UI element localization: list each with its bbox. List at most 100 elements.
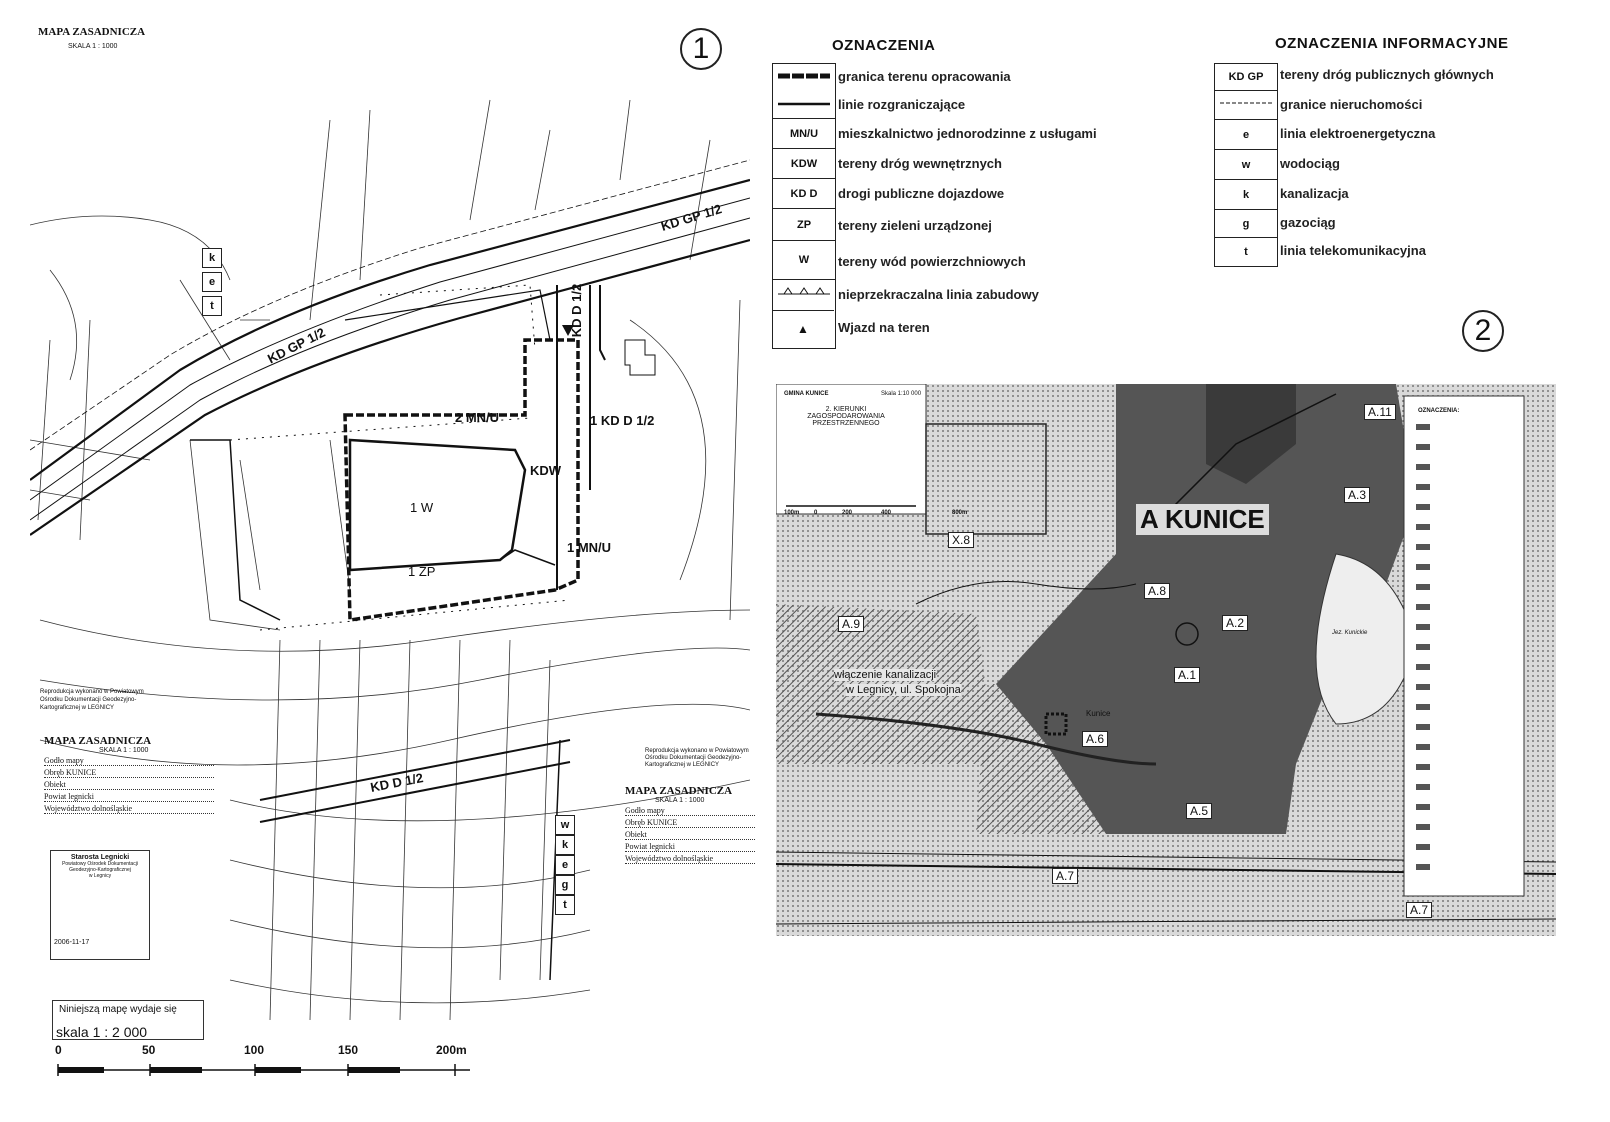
title-block-mid-field-4: Powiat legnicki (44, 792, 214, 802)
legend-code-2: MN/U (772, 118, 836, 150)
legend-info-item-3: wodociąg (1280, 156, 1340, 171)
map-scale-top: SKALA 1 : 1000 (68, 43, 118, 50)
legend-code-4: KD D (772, 178, 836, 210)
legend-item-0: granica terenu opracowania (838, 69, 1011, 84)
title-block-mid-field-1: Godło mapy (44, 756, 214, 766)
zone-a8: A.8 (1144, 583, 1171, 599)
study-legend-title: OZNACZENIA: (1418, 408, 1460, 414)
scale-text: skala 1 : 2 000 (56, 1024, 148, 1040)
stamp-line-1: Powiatowy Ośrodek Dokumentacji (62, 861, 138, 867)
study-header-scale: Skala 1:10 000 (881, 391, 922, 397)
label-kdw: KDW (530, 463, 562, 478)
zone-a9: A.9 (838, 616, 865, 632)
legend-info-symbol-property (1220, 102, 1272, 104)
zone-a7-right: A.7 (1406, 902, 1433, 918)
legend-info-item-0: tereny dróg publicznych głównych (1280, 67, 1494, 82)
legend-item-3: tereny dróg wewnętrznych (838, 156, 1002, 171)
legend-info-code-0: KD GP (1214, 63, 1278, 91)
title-block-right-field-1: Godło mapy (625, 806, 755, 816)
scale-tick-50: 50 (142, 1043, 156, 1057)
title-block-right-title: MAPA ZASADNICZA (625, 785, 733, 797)
title-block-right-field-4: Powiat legnicki (625, 842, 755, 852)
study-map-drawing (776, 384, 1556, 936)
project-label-2: w Legnicy, ul. Spokojna (846, 684, 961, 696)
scale-tick-150: 150 (338, 1043, 359, 1057)
utility-k-label-2: k (555, 835, 575, 855)
zone-a6: A.6 (1082, 731, 1109, 747)
panel-number-1: 1 (680, 28, 722, 70)
legend-panel: OZNACZENIA OZNACZENIA INFORMACYJNE grani… (770, 30, 1550, 360)
study-header-title: 2. KIERUNKI ZAGOSPODAROWANIA PRZESTRZENN… (807, 406, 885, 427)
utility-w-label: w (555, 815, 575, 835)
stamp-line-3: w Legnicy (88, 873, 112, 879)
stamp-title: Starosta Legnicki (70, 854, 130, 861)
study-map-panel: GMINA KUNICE Skala 1:10 000 2. KIERUNKI … (776, 384, 1556, 936)
zone-a1: A.1 (1174, 667, 1201, 683)
title-block-right-field-2: Obręb KUNICE (625, 818, 755, 828)
legend-item-5: tereny zieleni urządzonej (838, 218, 992, 233)
legend-code-6: W (772, 240, 836, 280)
label-kdd-right: 1 KD D 1/2 (590, 413, 655, 428)
legend-info-code-4: k (1214, 179, 1278, 211)
legend-item-2: mieszkalnictwo jednorodzinne z usługami (838, 126, 1097, 141)
legend-item-6: tereny wód powierzchniowych (838, 254, 1026, 269)
utility-k-label: k (202, 248, 222, 268)
area-title: A KUNICE (1136, 504, 1269, 535)
study-scale-tick-3: 200 (842, 510, 853, 516)
zone-a5: A.5 (1186, 803, 1213, 819)
legend-entrance-icon: ▲ (772, 310, 834, 347)
repro-note-left: Reprodukcja wykonano w Powiatowym Ośrodk… (40, 689, 144, 711)
utility-g-label: g (555, 875, 575, 895)
label-zp1: 1 ZP (408, 564, 436, 579)
legend-info-item-4: kanalizacja (1280, 186, 1349, 201)
zone-a11: A.11 (1364, 404, 1396, 420)
repro-note-right: Reprodukcja wykonano w Powiatowym Ośrodk… (645, 748, 749, 768)
label-kdd-vertical: KD D 1/2 (569, 283, 585, 338)
legend-item-8: Wjazd na teren (838, 320, 930, 335)
legend-info-item-6: linia telekomunikacyjna (1280, 243, 1426, 258)
title-block-mid-field-2: Obręb KUNICE (44, 768, 214, 778)
title-block-right: MAPA ZASADNICZA SKALA 1 : 1000 Godło map… (625, 785, 755, 864)
legend-info-item-5: gazociąg (1280, 215, 1336, 230)
scale-tick-200: 200m (436, 1043, 467, 1057)
study-scale-tick-2: 0 (814, 510, 818, 516)
utility-t-label: t (202, 296, 222, 316)
zone-a2: A.2 (1222, 615, 1249, 631)
title-block-mid-title: MAPA ZASADNICZA (44, 735, 152, 747)
legend-symbol-boundary (778, 73, 830, 79)
base-map-drawing (30, 99, 750, 1076)
stamp-date: 2006-11-17 (54, 939, 90, 946)
study-header-gmina: GMINA KUNICE (784, 391, 829, 397)
project-label-1: włączenie kanalizacji (834, 669, 937, 681)
utility-e-label-2: e (555, 855, 575, 875)
scale-tick-100: 100 (244, 1043, 265, 1057)
stamp-line-2: Geodezyjno-Kartograficznej (69, 867, 131, 873)
scale-note-text: Niniejszą mapę wydaje się (59, 1004, 177, 1015)
legend-info-code-3: w (1214, 149, 1278, 181)
utility-t-label-2: t (555, 895, 575, 915)
legend-info-code-2: e (1214, 119, 1278, 151)
legend-symbol-building-line (778, 287, 830, 295)
legend-code-3: KDW (772, 148, 836, 180)
legend-symbol-line (778, 102, 830, 106)
panel-number-2: 2 (1462, 310, 1504, 352)
title-block-mid-scale: SKALA 1 : 1000 (99, 747, 149, 754)
title-block-right-field-3: Obiekt (625, 830, 755, 840)
legend-info-code-5: g (1214, 209, 1278, 239)
place-kunice: Kunice (1086, 709, 1111, 718)
legend-title: OZNACZENIA (832, 37, 936, 54)
zone-a3: A.3 (1344, 487, 1371, 503)
legend-info-item-1: granice nieruchomości (1280, 97, 1423, 112)
legend-item-4: drogi publiczne dojazdowe (838, 186, 1005, 201)
legend-code-5: ZP (772, 208, 836, 242)
zone-a7-left: A.7 (1052, 868, 1079, 884)
title-block-right-scale: SKALA 1 : 1000 (655, 797, 705, 804)
title-block-mid-field-5: Województwo dolnośląskie (44, 804, 214, 814)
utility-e-label: e (202, 272, 222, 292)
legend-info-code-6: t (1214, 237, 1278, 267)
study-scale-tick-1: 100m (784, 510, 800, 516)
zone-x8: X.8 (948, 532, 975, 548)
study-scale-tick-4: 400 (881, 510, 892, 516)
legend-info-item-2: linia elektroenergetyczna (1280, 126, 1436, 141)
study-scale-tick-5: 800m (952, 510, 968, 516)
